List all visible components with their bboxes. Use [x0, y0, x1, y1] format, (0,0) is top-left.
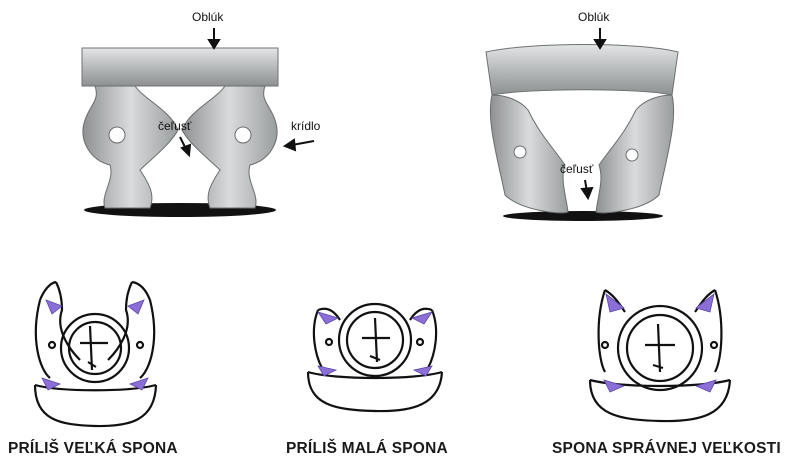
- too-large-caption: PRÍLIŠ VEĽKÁ SPONA: [8, 440, 178, 458]
- correct-size-caption: SPONA SPRÁVNEJ VEĽKOSTI: [552, 440, 781, 458]
- too-small-caption: PRÍLIŠ MALÁ SPONA: [286, 440, 448, 458]
